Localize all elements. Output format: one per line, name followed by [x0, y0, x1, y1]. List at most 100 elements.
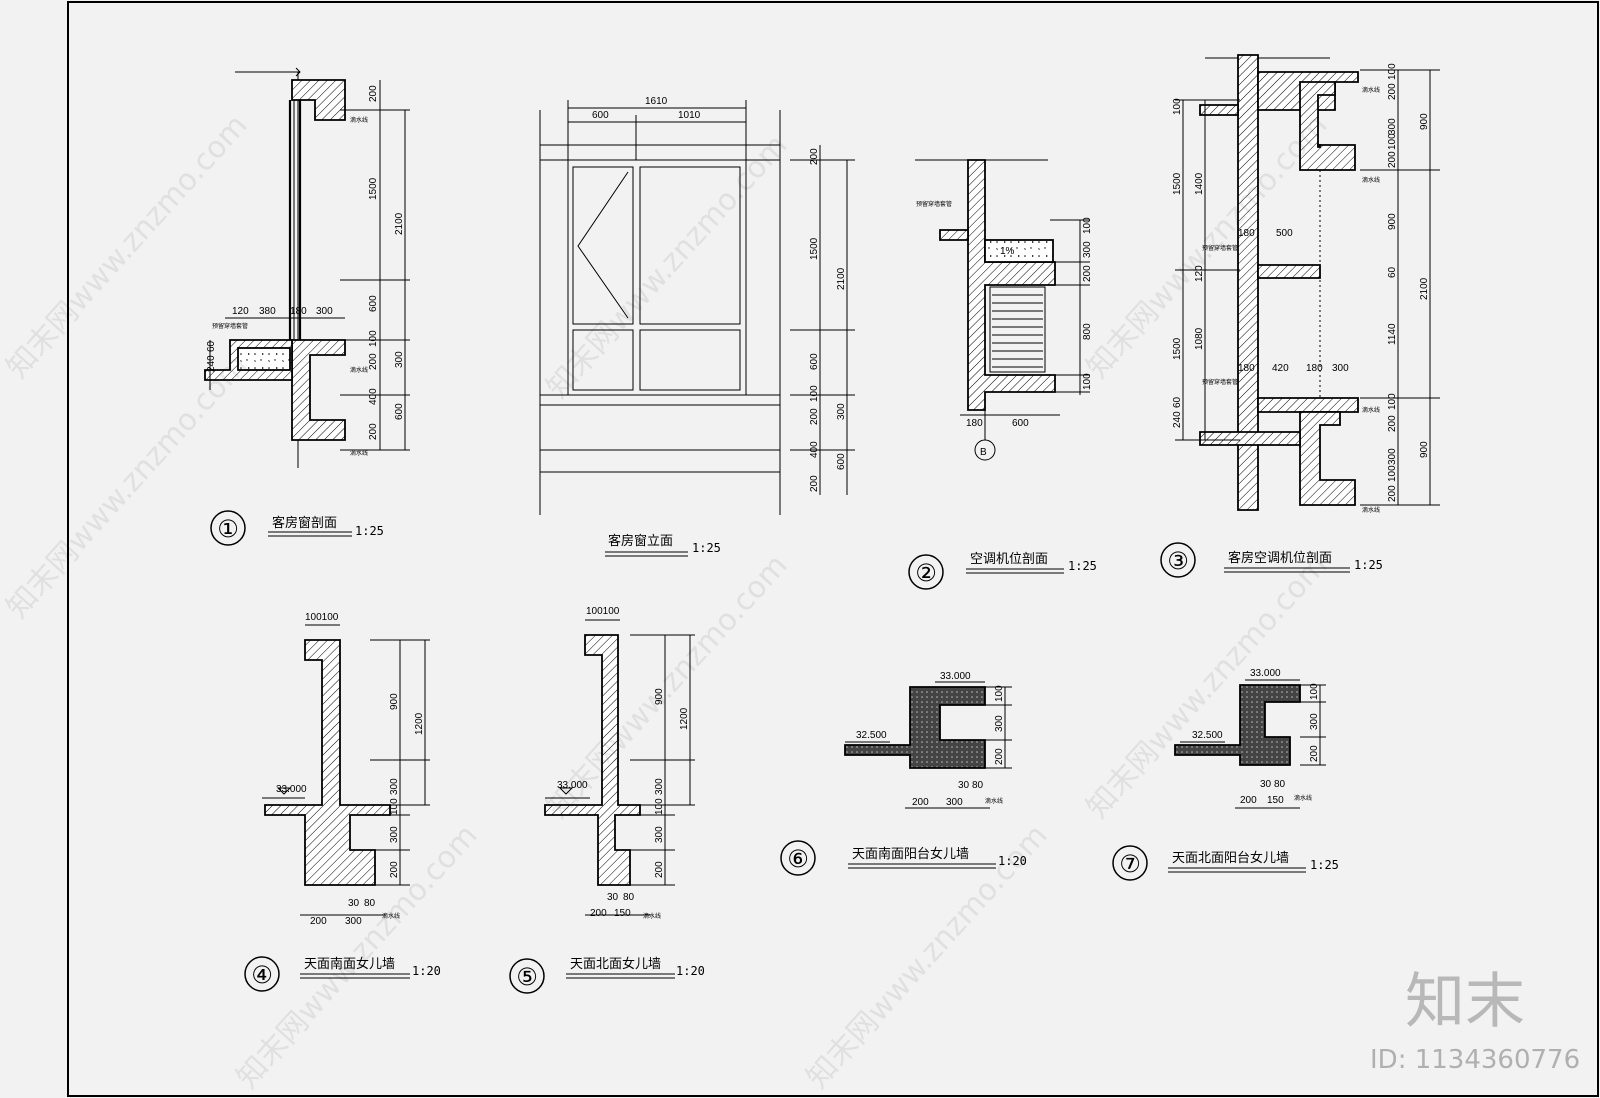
s4-elevation: 33.000 — [276, 784, 307, 795]
s5-note-drip: 滴水线 — [643, 912, 661, 920]
s3-dim-l-1400: 1400 — [1194, 172, 1205, 195]
s6-note-drip: 滴水线 — [985, 797, 1003, 805]
s2-dim-180: 180 — [966, 418, 983, 429]
watermark-brand: 知末 — [1405, 967, 1525, 1037]
s3-dim-l-1500b: 1500 — [1172, 337, 1183, 360]
section-6-drawing: 33.000 32.500 100 300 200 200 300 30 80 … — [844, 671, 1012, 809]
s5-elevation: 33.000 — [557, 780, 588, 791]
s3-dim-r-100d: 100 — [1387, 465, 1398, 482]
s6-dim-b-30: 30 — [958, 780, 970, 791]
title-6-text: 天面南面阳台女儿墙 — [852, 846, 969, 862]
watermark-text: 知末网www.znzmo.com — [1080, 108, 1335, 385]
s5-dim-1200: 1200 — [679, 707, 690, 730]
s6-elevation-top: 33.000 — [940, 671, 971, 682]
s3-dim-l-100: 100 — [1172, 98, 1183, 115]
s1-dim-400: 400 — [368, 388, 379, 405]
s1-dim-600b: 600 — [394, 403, 405, 420]
s4-dim-200: 200 — [389, 861, 400, 878]
elev-dim-400: 400 — [809, 441, 820, 458]
s5-dim-top: 100100 — [586, 606, 620, 617]
title-3-scale: 1:25 — [1354, 558, 1383, 572]
s6-dim-b-300: 300 — [946, 797, 963, 808]
sheet-frame — [67, 1, 1599, 1097]
title-7: ⑦ 天面北面阳台女儿墙 1:25 — [1112, 845, 1339, 881]
watermark-id: ID: 1134360776 — [1370, 1045, 1580, 1075]
s7-dim-200: 200 — [1309, 745, 1320, 762]
s3-dim-r-100a: 100 — [1387, 63, 1398, 80]
title-7-number: ⑦ — [1119, 850, 1141, 878]
s7-dim-b-150: 150 — [1267, 795, 1284, 806]
s1-note-drip-1: 滴水线 — [350, 116, 368, 124]
s7-dim-b-80: 80 — [1274, 779, 1286, 790]
s5-dim-900: 900 — [654, 688, 665, 705]
s3-dim-m-420: 420 — [1272, 363, 1289, 374]
s3-dim-r-100b: 100 — [1387, 133, 1398, 150]
s3-dim-r-100c: 100 — [1387, 393, 1398, 410]
s6-dim-100: 100 — [994, 685, 1005, 702]
elev-dim-1010: 1010 — [678, 110, 701, 121]
s1-note-drip-3: 滴水线 — [350, 449, 368, 457]
s7-dim-b-200: 200 — [1240, 795, 1257, 806]
elev-dim-200b: 200 — [809, 408, 820, 425]
s1-note-sleeve: 预留穿墙套管 — [212, 322, 248, 330]
s7-elevation-low: 32.500 — [1192, 730, 1223, 741]
section-5-drawing: 100100 33.000 900 1200 300 100 300 200 2… — [544, 606, 695, 920]
s3-dim-m-500: 500 — [1276, 228, 1293, 239]
s2-dim-600: 600 — [1012, 418, 1029, 429]
s5-dim-b-150: 150 — [614, 908, 631, 919]
section-1-drawing: 200 1500 2100 600 100 200 300 400 600 20… — [204, 67, 410, 468]
s3-dim-m-180a: 180 — [1238, 228, 1255, 239]
title-elevation: 客房窗立面 1:25 — [605, 533, 721, 557]
s4-dim-b-30: 30 — [348, 898, 360, 909]
s1-note-drip-2: 滴水线 — [350, 366, 368, 374]
s1-dim-600: 600 — [368, 295, 379, 312]
s2-dim-300: 300 — [1082, 241, 1093, 258]
s3-dim-l-120: 120 — [1194, 265, 1205, 282]
s3-dim-r-60: 60 — [1387, 266, 1398, 278]
s3-dim-r-200b: 200 — [1387, 151, 1398, 168]
title-2-number: ② — [915, 559, 937, 587]
elev-dim-600a: 600 — [809, 353, 820, 370]
s3-dim-l-1500a: 1500 — [1172, 172, 1183, 195]
title-1-number: ① — [217, 515, 239, 543]
s1-dim-1500: 1500 — [368, 177, 379, 200]
s5-dim-300b: 300 — [654, 826, 665, 843]
watermark-layer: 知末网www.znzmo.com 知末网www.znzmo.com 知末网www… — [0, 108, 1580, 1095]
s2-dim-800: 800 — [1082, 323, 1093, 340]
s6-dim-200: 200 — [994, 748, 1005, 765]
s3-dim-r-300b: 300 — [1387, 448, 1398, 465]
s1-dim-200b: 200 — [368, 353, 379, 370]
s6-elevation-low: 32.500 — [856, 730, 887, 741]
elev-dim-2100: 2100 — [836, 267, 847, 290]
s2-axis-circle — [974, 439, 996, 461]
title-5-scale: 1:20 — [676, 964, 705, 978]
title-2: ② 空调机位剖面 1:25 — [908, 552, 1097, 590]
s3-dim-r-300a: 300 — [1387, 118, 1398, 135]
title-4: ④ 天面南面女儿墙 1:20 — [244, 956, 441, 992]
s4-note-drip: 滴水线 — [382, 912, 400, 920]
s3-dim-r-900b: 900 — [1387, 213, 1398, 230]
s2-dim-100b: 100 — [1082, 373, 1093, 390]
s3-dim-m-180c: 180 — [1306, 363, 1323, 374]
s5-dim-b-80: 80 — [623, 892, 635, 903]
title-3-text: 客房空调机位剖面 — [1228, 550, 1332, 566]
s3-dim-r-1140: 1140 — [1387, 323, 1398, 345]
s1-dim-200a: 200 — [368, 85, 379, 102]
section-7-drawing: 33.000 32.500 100 300 200 200 150 30 80 … — [1174, 668, 1326, 809]
s3-dim-r-200c: 200 — [1387, 415, 1398, 432]
s4-dim-300a: 300 — [389, 778, 400, 795]
s1-dim-top-380: 380 — [259, 306, 276, 317]
s5-dim-200: 200 — [654, 861, 665, 878]
title-5-number: ⑤ — [516, 963, 538, 991]
title-3-number: ③ — [1167, 547, 1189, 575]
s5-dim-300a: 300 — [654, 778, 665, 795]
title-4-scale: 1:20 — [412, 964, 441, 978]
s1-dim-100: 100 — [368, 330, 379, 347]
s3-note-drip-2: 滴水线 — [1362, 176, 1380, 184]
elev-dim-600b: 600 — [836, 453, 847, 470]
s1-dim-2100: 2100 — [394, 212, 405, 235]
title-2-scale: 1:25 — [1068, 559, 1097, 573]
s3-note-drip-4: 滴水线 — [1362, 506, 1380, 514]
s7-note-drip: 滴水线 — [1294, 794, 1312, 802]
